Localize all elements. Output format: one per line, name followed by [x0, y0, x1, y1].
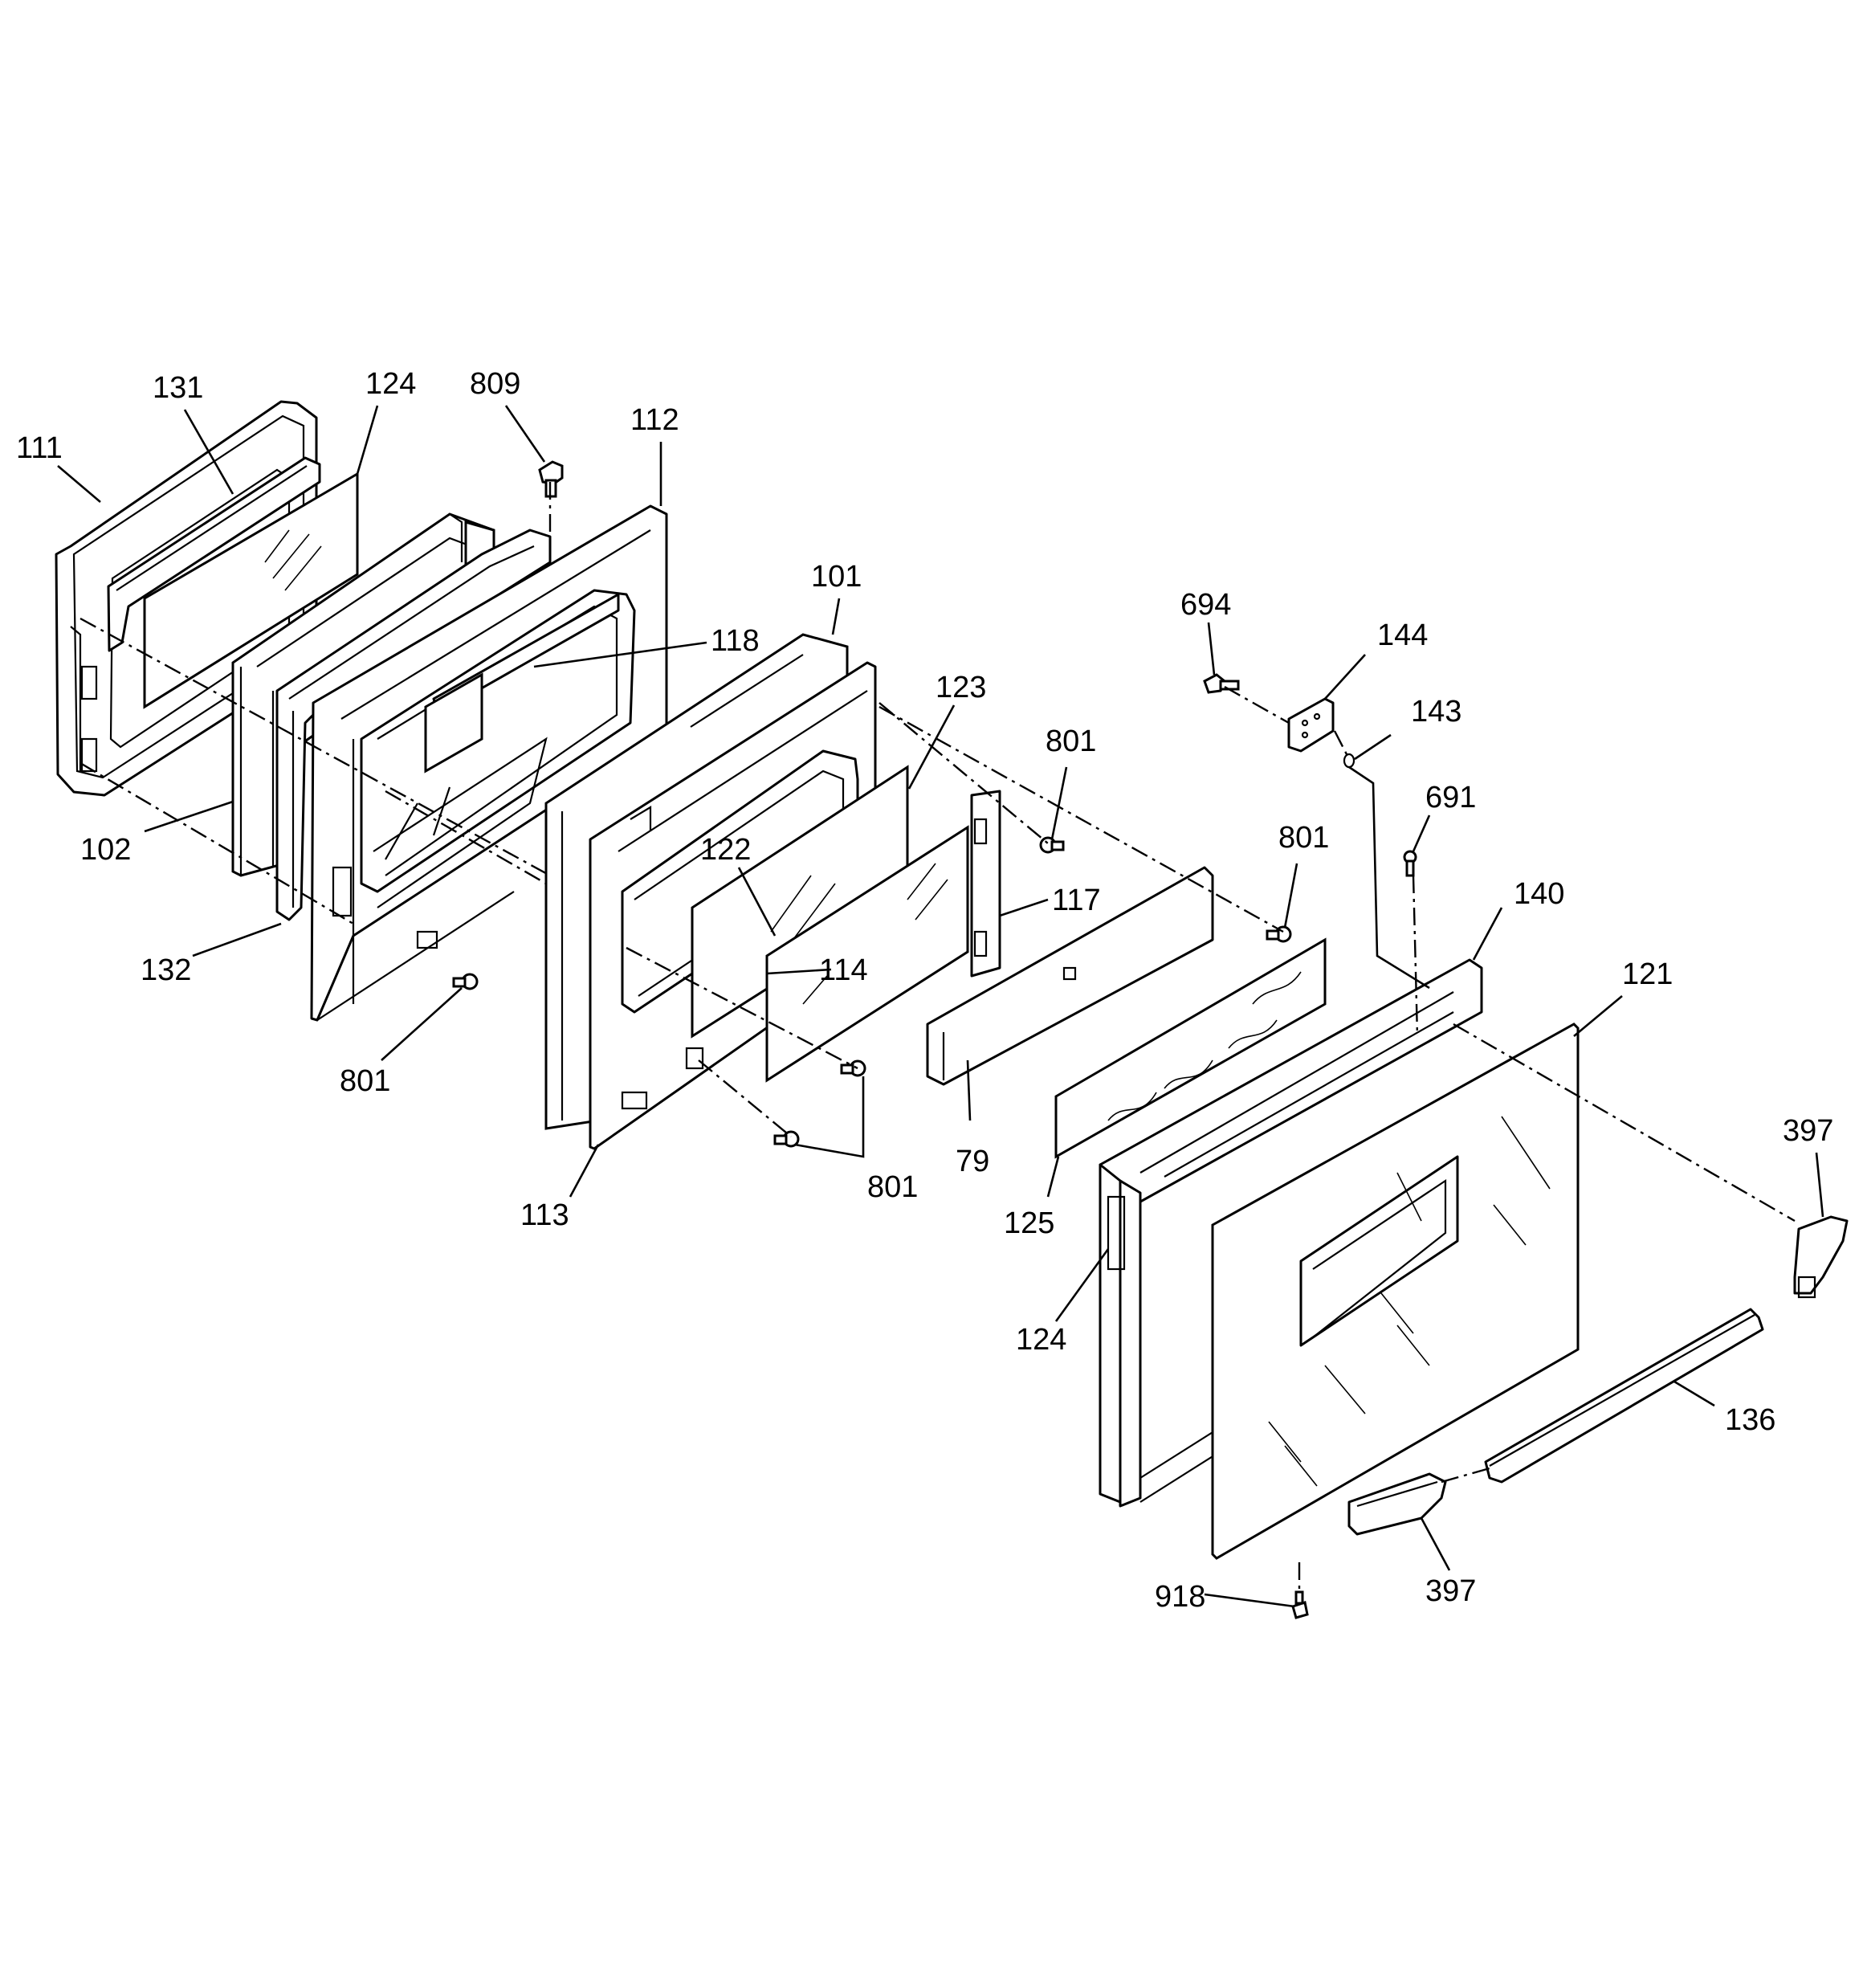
callout-140: 140: [1514, 877, 1564, 911]
callout-113: 113: [520, 1198, 569, 1232]
part-125-insulation-panel: [1054, 937, 1327, 1159]
assembly-centerlines: [79, 482, 1796, 1594]
screw-918: [1291, 1590, 1309, 1619]
callout-124: 124: [365, 367, 416, 401]
part-124-outer-panel: [1099, 1163, 1218, 1508]
callout-801: 801: [340, 1064, 390, 1098]
callout-101: 101: [811, 560, 862, 594]
part-144-hinge-plate: [1287, 697, 1335, 753]
screw-801-a: [1039, 836, 1065, 854]
callout-143: 143: [1411, 695, 1461, 729]
callout-111: 111: [16, 431, 63, 465]
screw-801-d: [840, 1059, 866, 1077]
callout-144: 144: [1377, 618, 1428, 652]
callout-132: 132: [141, 953, 191, 987]
part-121-outer-glass: [1211, 1023, 1580, 1560]
part-136-handle-tube: [1484, 1308, 1764, 1484]
screw-694: [1203, 673, 1240, 694]
callout-labels: 111 131 124 809 112 101 118 123 694 144 …: [16, 367, 1833, 1614]
callout-121: 121: [1622, 957, 1673, 991]
callout-691: 691: [1425, 781, 1476, 814]
callout-136: 136: [1725, 1403, 1775, 1437]
callout-801: 801: [1278, 821, 1329, 855]
callout-125: 125: [1004, 1206, 1054, 1240]
callout-117: 117: [1052, 884, 1101, 917]
callout-112: 112: [630, 403, 679, 437]
callout-114: 114: [819, 953, 868, 987]
part-131-gasket: [107, 456, 321, 652]
callout-694: 694: [1180, 588, 1231, 622]
callout-122: 122: [700, 833, 751, 867]
part-397-end-cap-right: [1793, 1215, 1849, 1299]
part-397-end-cap-left: [1347, 1472, 1447, 1536]
screw-801-c: [452, 973, 479, 990]
part-117-vertical-bracket: [970, 790, 1001, 978]
part-124-glass-panel-upper: [143, 471, 359, 709]
part-143-spacer: [1343, 753, 1355, 769]
callout-123: 123: [936, 671, 986, 704]
leader-lines: [57, 405, 1824, 1608]
callout-397: 397: [1425, 1574, 1476, 1608]
callout-918: 918: [1155, 1580, 1205, 1614]
callout-397: 397: [1783, 1114, 1833, 1148]
callout-79: 79: [956, 1145, 989, 1178]
screw-691: [1403, 850, 1417, 877]
callout-118: 118: [711, 624, 760, 658]
part-122-glass-panel: [765, 825, 969, 1083]
callout-801: 801: [1046, 725, 1096, 758]
screw-801-e: [773, 1130, 800, 1148]
callout-131: 131: [153, 371, 203, 405]
callout-801: 801: [867, 1170, 918, 1204]
part-118-bracket: [424, 593, 620, 774]
callout-809: 809: [470, 367, 520, 401]
callout-124: 124: [1016, 1323, 1066, 1357]
part-79-channel: [926, 866, 1214, 1086]
callout-102: 102: [80, 833, 131, 867]
